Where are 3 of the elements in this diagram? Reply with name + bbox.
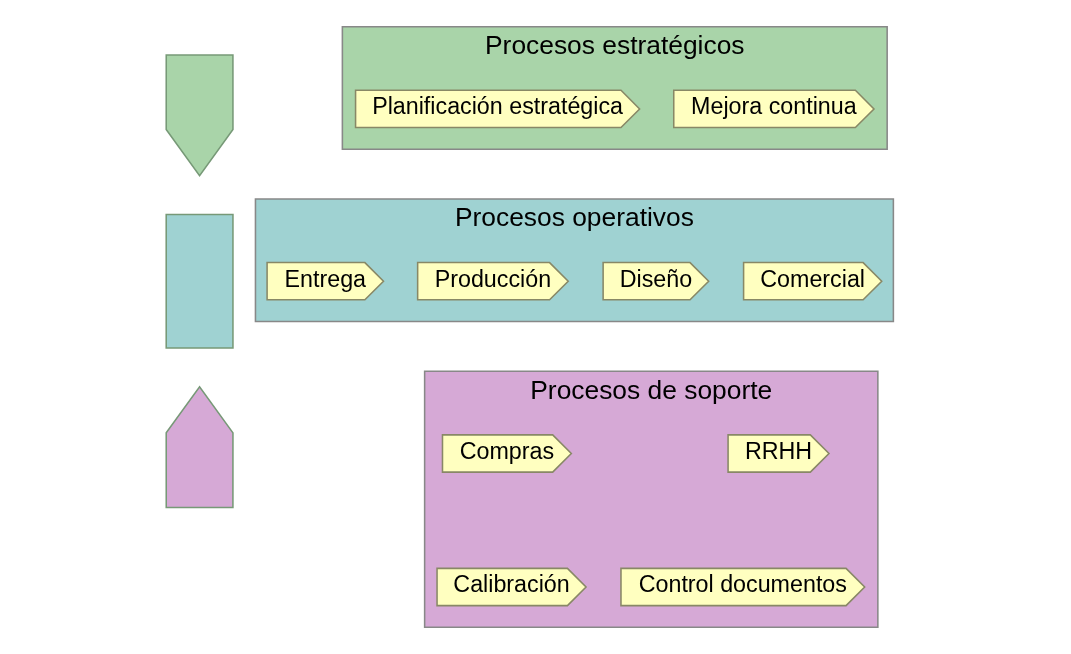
node-box (164, 213, 234, 349)
node-arrow (164, 54, 234, 177)
node-arrow (164, 385, 234, 509)
